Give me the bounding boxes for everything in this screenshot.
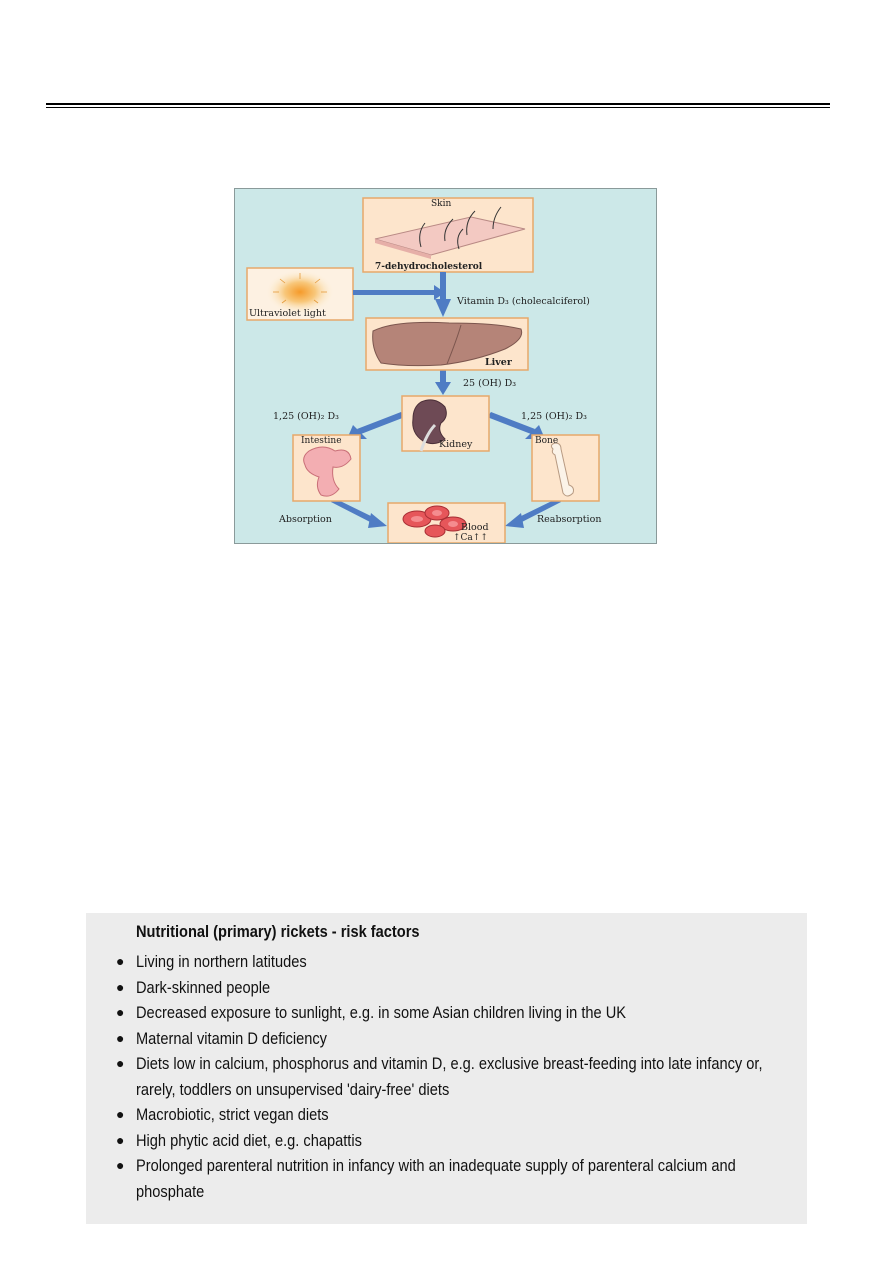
calcium-label: ↑Ca↑↑ bbox=[453, 533, 488, 543]
oh-d3-label: 25 (OH) D₃ bbox=[463, 378, 516, 389]
header-rule-thick bbox=[46, 103, 830, 105]
skin-label: Skin bbox=[431, 199, 451, 209]
vitamin-d-diagram: Skin 7-dehydrocholesterol Ultraviolet li… bbox=[246, 197, 601, 543]
bullet-icon: ● bbox=[116, 1055, 125, 1071]
list-item: ●Maternal vitamin D deficiency bbox=[116, 1026, 796, 1052]
arrow-head-liver bbox=[435, 299, 451, 317]
liver-panel: Liver bbox=[365, 317, 529, 371]
ultraviolet-panel: Ultraviolet light bbox=[246, 267, 354, 321]
blood-label: Blood bbox=[461, 522, 489, 533]
arrow-kidney-intestine bbox=[357, 412, 405, 434]
absorption-label: Absorption bbox=[278, 514, 332, 525]
active-left-label: 1,25 (OH)₂ D₃ bbox=[273, 411, 339, 422]
risk-factors-title: Nutritional (primary) rickets - risk fac… bbox=[136, 922, 420, 941]
list-item: ●Prolonged parenteral nutrition in infan… bbox=[116, 1153, 796, 1204]
arrow-head-blood-right bbox=[505, 513, 524, 528]
bone-panel: Bone bbox=[531, 434, 600, 502]
vitamin-d3-label: Vitamin D₃ (cholecalciferol) bbox=[456, 296, 590, 307]
risk-factors-box: Nutritional (primary) rickets - risk fac… bbox=[86, 913, 807, 1224]
list-item: ●Diets low in calcium, phosphorus and vi… bbox=[116, 1051, 796, 1102]
bullet-icon: ● bbox=[116, 1004, 125, 1020]
bullet-icon: ● bbox=[116, 1157, 125, 1173]
bullet-icon: ● bbox=[116, 978, 125, 995]
arrow-liver-kidney bbox=[440, 370, 446, 384]
skin-panel: Skin 7-dehydrocholesterol bbox=[362, 197, 534, 273]
header-rule-thin bbox=[46, 107, 830, 108]
arrow-head-uv bbox=[434, 285, 445, 300]
arrow-intestine-blood bbox=[331, 498, 377, 524]
arrow-head-blood-left bbox=[368, 513, 387, 528]
kidney-label: Kidney bbox=[439, 439, 473, 450]
liver-label: Liver bbox=[485, 357, 513, 368]
active-right-label: 1,25 (OH)₂ D₃ bbox=[521, 411, 587, 422]
list-item: ●High phytic acid diet, e.g. chapattis bbox=[116, 1128, 796, 1154]
bullet-icon: ● bbox=[116, 1029, 125, 1046]
bone-label: Bone bbox=[535, 436, 558, 446]
list-item: ●Decreased exposure to sunlight, e.g. in… bbox=[116, 1000, 796, 1026]
uv-label: Ultraviolet light bbox=[249, 308, 326, 319]
precursor-label: 7-dehydrocholesterol bbox=[375, 262, 483, 272]
bullet-icon: ● bbox=[116, 953, 125, 969]
arrow-uv bbox=[353, 290, 437, 295]
list-item: ●Dark-skinned people bbox=[116, 975, 796, 1001]
list-item: ●Macrobiotic, strict vegan diets bbox=[116, 1102, 796, 1128]
reabsorption-label: Reabsorption bbox=[537, 514, 601, 525]
kidney-panel: Kidney bbox=[401, 395, 490, 452]
arrow-bone-blood bbox=[515, 498, 561, 524]
intestine-panel: Intestine bbox=[292, 434, 361, 502]
blood-panel: Blood ↑Ca↑↑ bbox=[387, 502, 506, 543]
bullet-icon: ● bbox=[116, 1106, 125, 1122]
bullet-icon: ● bbox=[116, 1131, 125, 1148]
sun-rays-icon bbox=[273, 273, 327, 304]
list-item: ●Living in northern latitudes bbox=[116, 949, 796, 975]
arrow-head-kidney bbox=[435, 382, 451, 395]
vitamin-d-metabolism-figure: Skin 7-dehydrocholesterol Ultraviolet li… bbox=[234, 188, 657, 544]
intestine-label: Intestine bbox=[301, 436, 342, 446]
risk-factors-list: ●Living in northern latitudes ●Dark-skin… bbox=[116, 949, 796, 1204]
arrow-kidney-bone bbox=[487, 412, 535, 434]
arrow-skin-liver bbox=[440, 272, 446, 301]
